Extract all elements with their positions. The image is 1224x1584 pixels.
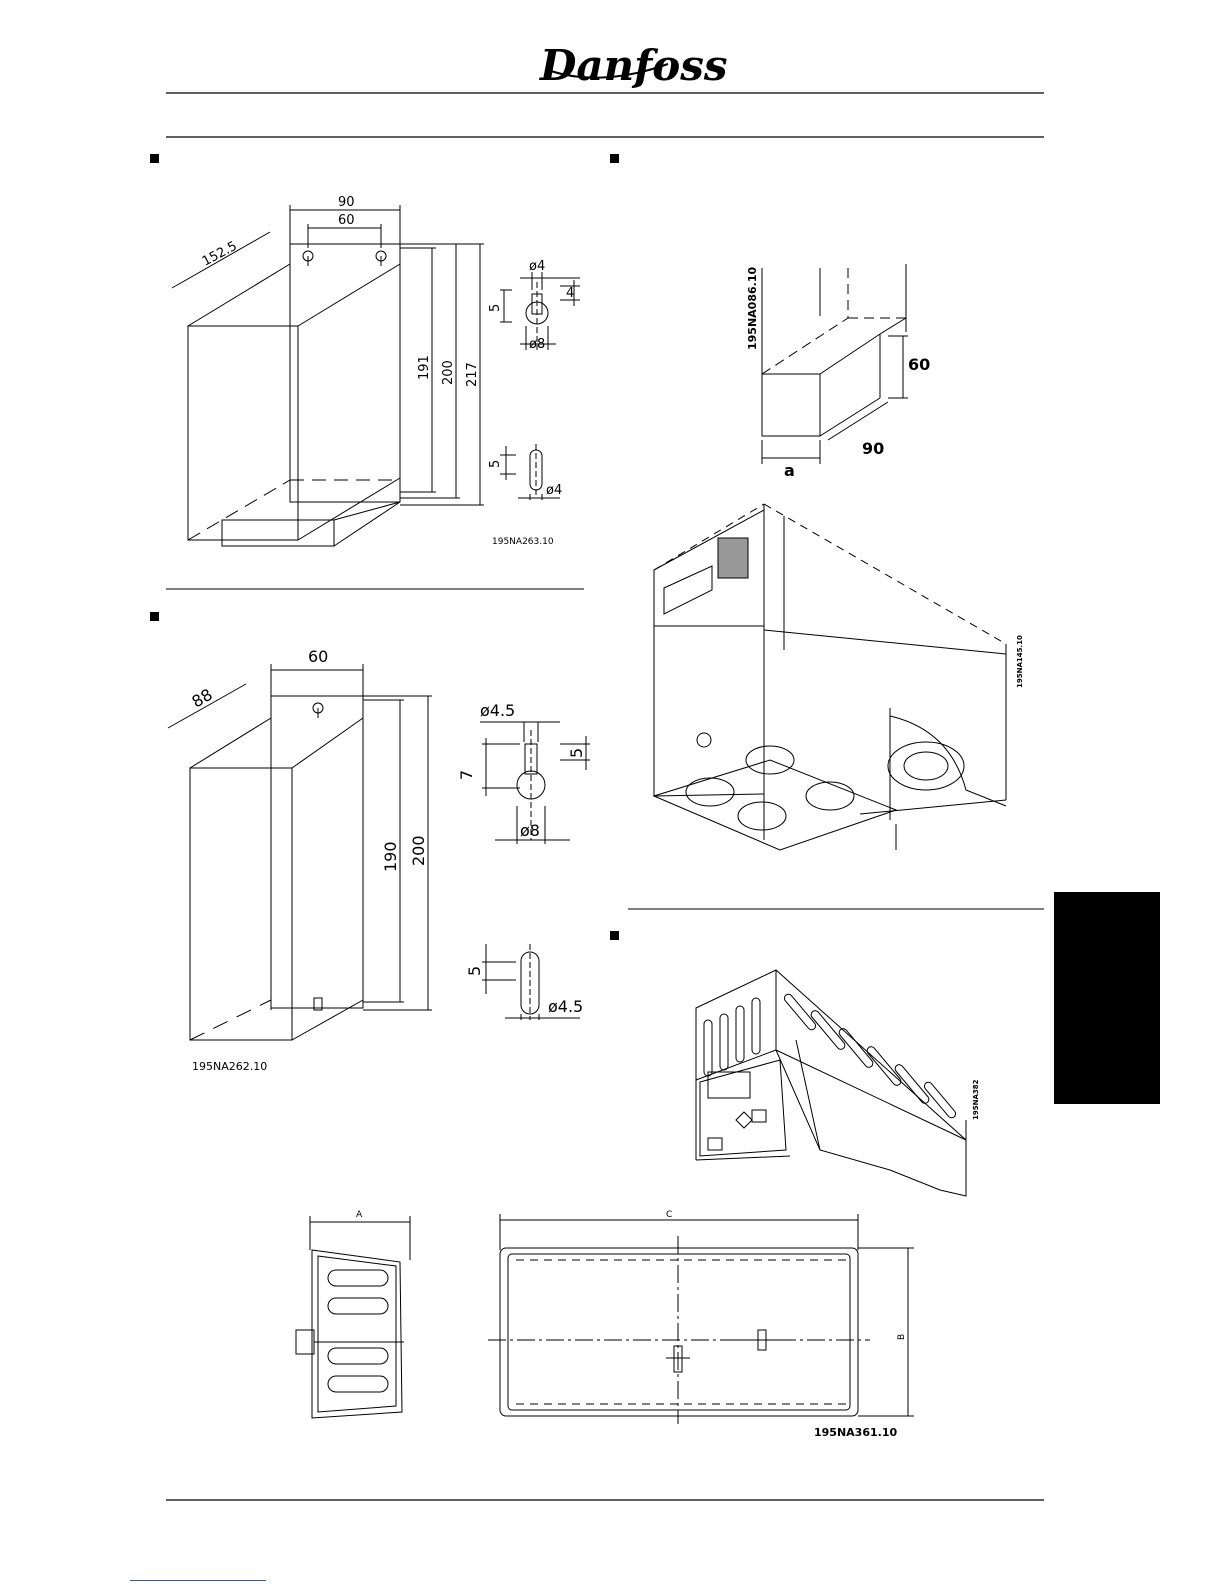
fig4-drawing-code: 195NA145.10 [1016, 635, 1024, 688]
fig1-dim-152: 152.5 [200, 239, 240, 270]
figure-drive-iso [654, 504, 1006, 850]
section-bullet-1 [150, 154, 159, 163]
danfoss-logo: Danfoss [539, 41, 728, 90]
fig1-dim-90: 90 [338, 195, 355, 210]
figure-cover-side [296, 1216, 410, 1418]
fig2-dim-190: 190 [381, 841, 400, 872]
fig1-slot-5: 5 [488, 460, 503, 468]
fig2-dim-88: 88 [189, 685, 216, 712]
fig2-keyhole-d8: ø8 [520, 821, 540, 840]
fig5-drawing-code: 195NA382 [972, 1079, 980, 1120]
fig6-dim-A: A [356, 1210, 363, 1220]
fig3-dim-60: 60 [908, 355, 930, 374]
figure-wall-mount-90 [172, 205, 580, 546]
fig1-keyhole-4: 4 [566, 286, 574, 301]
footer-link-underline [130, 1580, 266, 1581]
section-bullet-4 [610, 931, 619, 940]
logo-text: Danfoss [539, 41, 728, 90]
section-bullet-2 [610, 154, 619, 163]
fig6-drawing-code: 195NA361.10 [814, 1426, 897, 1439]
fig6-dim-C: C [666, 1210, 672, 1220]
figure-clearance [762, 264, 908, 464]
fig1-slot-d4: ø4 [546, 483, 562, 498]
figure-cover-front [488, 1214, 914, 1424]
panel-cover-vents [704, 993, 957, 1120]
fig1-dim-217: 217 [465, 362, 480, 387]
fig3-dim-90: 90 [862, 439, 884, 458]
fig1-dim-191: 191 [417, 355, 432, 380]
chapter-tab [1054, 892, 1160, 1104]
fig2-dim-200: 200 [409, 835, 428, 866]
fig3-drawing-code: 195NA086.10 [746, 267, 759, 350]
fig2-keyhole-5: 5 [567, 748, 586, 758]
fig1-keyhole-d4: ø4 [529, 259, 545, 274]
fig2-dim-60: 60 [308, 647, 328, 666]
fig3-dim-a: a [784, 461, 795, 480]
figure-wall-mount-60 [168, 664, 590, 1040]
fig1-keyhole-d8: ø8 [529, 337, 545, 352]
fig2-slot-5: 5 [465, 966, 484, 976]
fig2-keyhole-7: 7 [457, 770, 476, 780]
fig6-dim-B: B [897, 1334, 907, 1340]
fig1-drawing-code: 195NA263.10 [492, 537, 554, 547]
fig2-drawing-code: 195NA262.10 [192, 1060, 267, 1073]
fig2-keyhole-d45: ø4.5 [480, 701, 515, 720]
section-bullet-3 [150, 612, 159, 621]
fig1-dim-200: 200 [441, 360, 456, 385]
fig1-keyhole-5: 5 [488, 304, 503, 312]
fig2-slot-d45: ø4.5 [548, 997, 583, 1016]
fig1-dim-60: 60 [338, 213, 355, 228]
